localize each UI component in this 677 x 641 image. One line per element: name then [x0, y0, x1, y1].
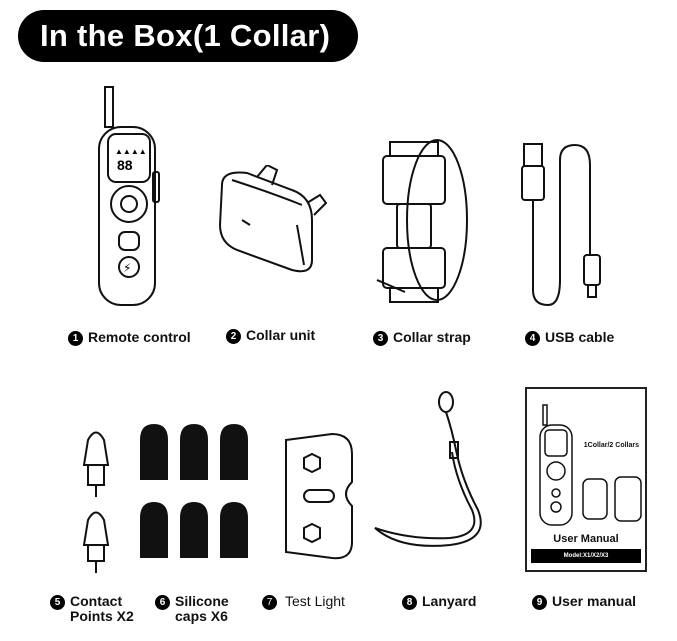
silicone-caps-icon — [140, 424, 248, 558]
contact-points-icon — [82, 431, 110, 573]
svg-text:▲▲▲▲: ▲▲▲▲ — [115, 147, 147, 156]
svg-text:⚡: ⚡ — [123, 261, 131, 275]
lanyard-icon — [374, 391, 482, 547]
manual-model: Model:X1/X2/X3 — [531, 549, 641, 563]
manual-title: User Manual — [553, 533, 619, 545]
remote-control-icon: ▲▲▲▲ 88 ⚡ — [98, 86, 160, 306]
user-manual-icon: 1Collar/2 Collars User Manual Model:X1/X… — [525, 387, 647, 572]
svg-text:88: 88 — [117, 157, 133, 173]
collar-unit-icon — [218, 165, 328, 273]
usb-cable-icon — [521, 143, 601, 307]
test-light-icon — [285, 432, 353, 560]
manual-brand: 1Collar/2 Collars — [583, 442, 639, 449]
page-title: In the Box(1 Collar) — [18, 10, 358, 62]
collar-strap-icon — [376, 139, 468, 303]
